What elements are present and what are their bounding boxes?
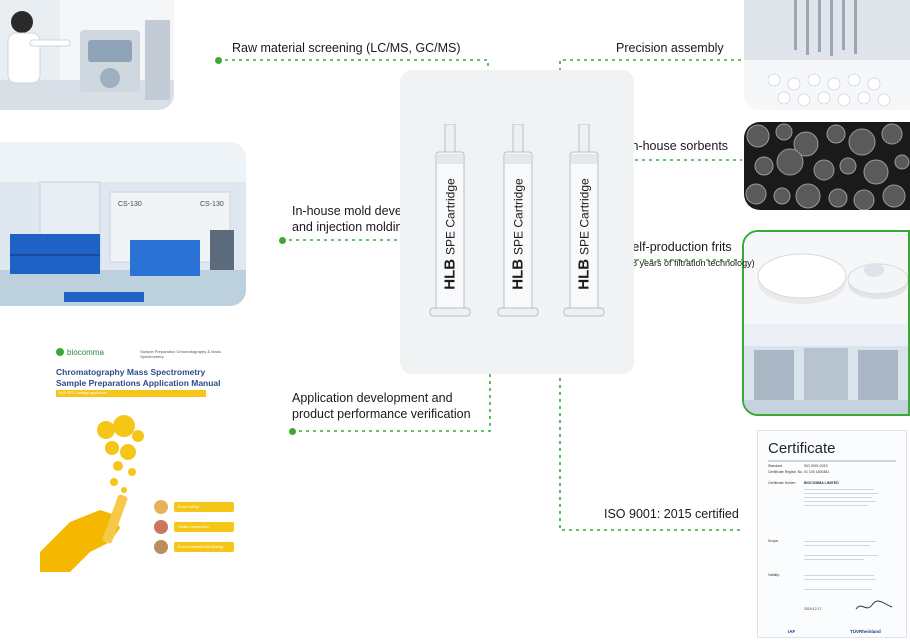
certificate-text-line [804,501,876,502]
svg-text:CS-130: CS-130 [200,201,224,208]
manual-title-line1: Chromatography Mass Spectrometry [56,367,206,377]
certificate-text-line [804,505,868,506]
certificate-text-line [804,589,872,590]
precision-assembly-label: Precision assembly [616,41,724,55]
manual-title-line2: Sample Preparations Application Manual [56,378,221,388]
certificate-reg: 01 100 1800481 [804,470,830,474]
factory-photo: CS-130 CS-130 [0,142,246,306]
cartridge-product: SPE Cartridge [443,178,458,255]
cartridge-product: SPE Cartridge [577,178,592,255]
sorbents-label: In-house sorbents [628,139,729,153]
certificate-scope-label: Scope: [768,539,779,543]
mold-label-line2: and injection molding [292,220,410,234]
cartridge-brand: HLB [509,258,527,290]
raw-material-label: Raw material screening (LC/MS, GC/MS) [232,41,461,55]
manual-tag-icon [154,500,168,514]
certificate-rule [768,460,896,462]
certificate-date: 2019.12.17 [804,607,822,611]
application-line2: product performance verification [292,407,471,421]
connector-dot [215,57,222,64]
certificate-holder: BIOCOMMA LIMITED [804,481,839,485]
certificate-text-line [804,497,872,498]
svg-text:CS-130: CS-130 [118,201,142,208]
certificate-text-line [804,559,864,560]
certificate-text-line [804,541,876,542]
manual-tag: Food safety [174,502,234,512]
sorbent-photo [744,122,910,210]
lab-photo [0,0,174,110]
application-label: Application development and product perf… [292,390,471,422]
certificate-reg-label: Certificate Registr. No. [768,470,804,474]
certificate-text-line [804,545,870,546]
manual-tag-icon [154,520,168,534]
certificate-standard: ISO 9001:2015 [804,464,828,468]
frits-title: Self-production frits [624,240,732,254]
connector-dot [279,237,286,244]
cartridge: HLB SPE Cartridge [496,124,540,324]
frits-photo [742,230,910,416]
product-panel: HLB SPE Cartridge HLB SPE Cartridge HLB … [400,70,634,374]
certificate-text-line [804,575,874,576]
manual-tag: Environmental Monitoring [174,542,234,552]
certificate-text-line [804,579,876,580]
cartridge: HLB SPE Cartridge [562,124,606,324]
frits-label: Self-production frits (18 years of filtr… [624,239,755,271]
frits-subtitle: (18 years of filtration technology) [624,258,755,268]
iso-certificate: Certificate Standard ISO 9001:2015 Certi… [757,430,907,638]
application-line1: Application development and [292,391,453,405]
tuv-logo: TÜVRheinland [850,629,881,634]
cartridge-product: SPE Cartridge [511,178,526,255]
certificate-validity-label: Validity: [768,573,780,577]
iso-label: ISO 9001: 2015 certified [604,507,739,521]
signature-icon [855,600,893,610]
cartridge: HLB SPE Cartridge [428,124,472,324]
certificate-text-line [804,493,878,494]
iaf-logo: IAF [788,629,796,634]
manual-header: Sample Preparation Chromatography & Mass… [140,349,221,359]
manual-tag: Health inspection [174,522,234,532]
connector-dot [289,428,296,435]
cartridge-brand: HLB [441,258,459,290]
cartridge-brand: HLB [575,258,593,290]
manual-tag-icon [154,540,168,554]
manual-illustration [40,415,144,572]
manual-banner: HLB SPE Cartridge application [56,390,206,397]
application-manual: biocomma Sample Preparation Chromatograp… [40,340,240,572]
manual-title: Chromatography Mass Spectrometry Sample … [56,367,221,389]
assembly-photo [744,0,910,110]
certificate-standard-label: Standard [768,464,783,468]
certificate-title: Certificate [768,440,836,457]
manual-logo: biocomma [56,348,104,357]
certificate-text-line [804,489,874,490]
certificate-text-line [804,555,878,556]
certificate-holder-label: Certificate Holder: [768,481,797,485]
